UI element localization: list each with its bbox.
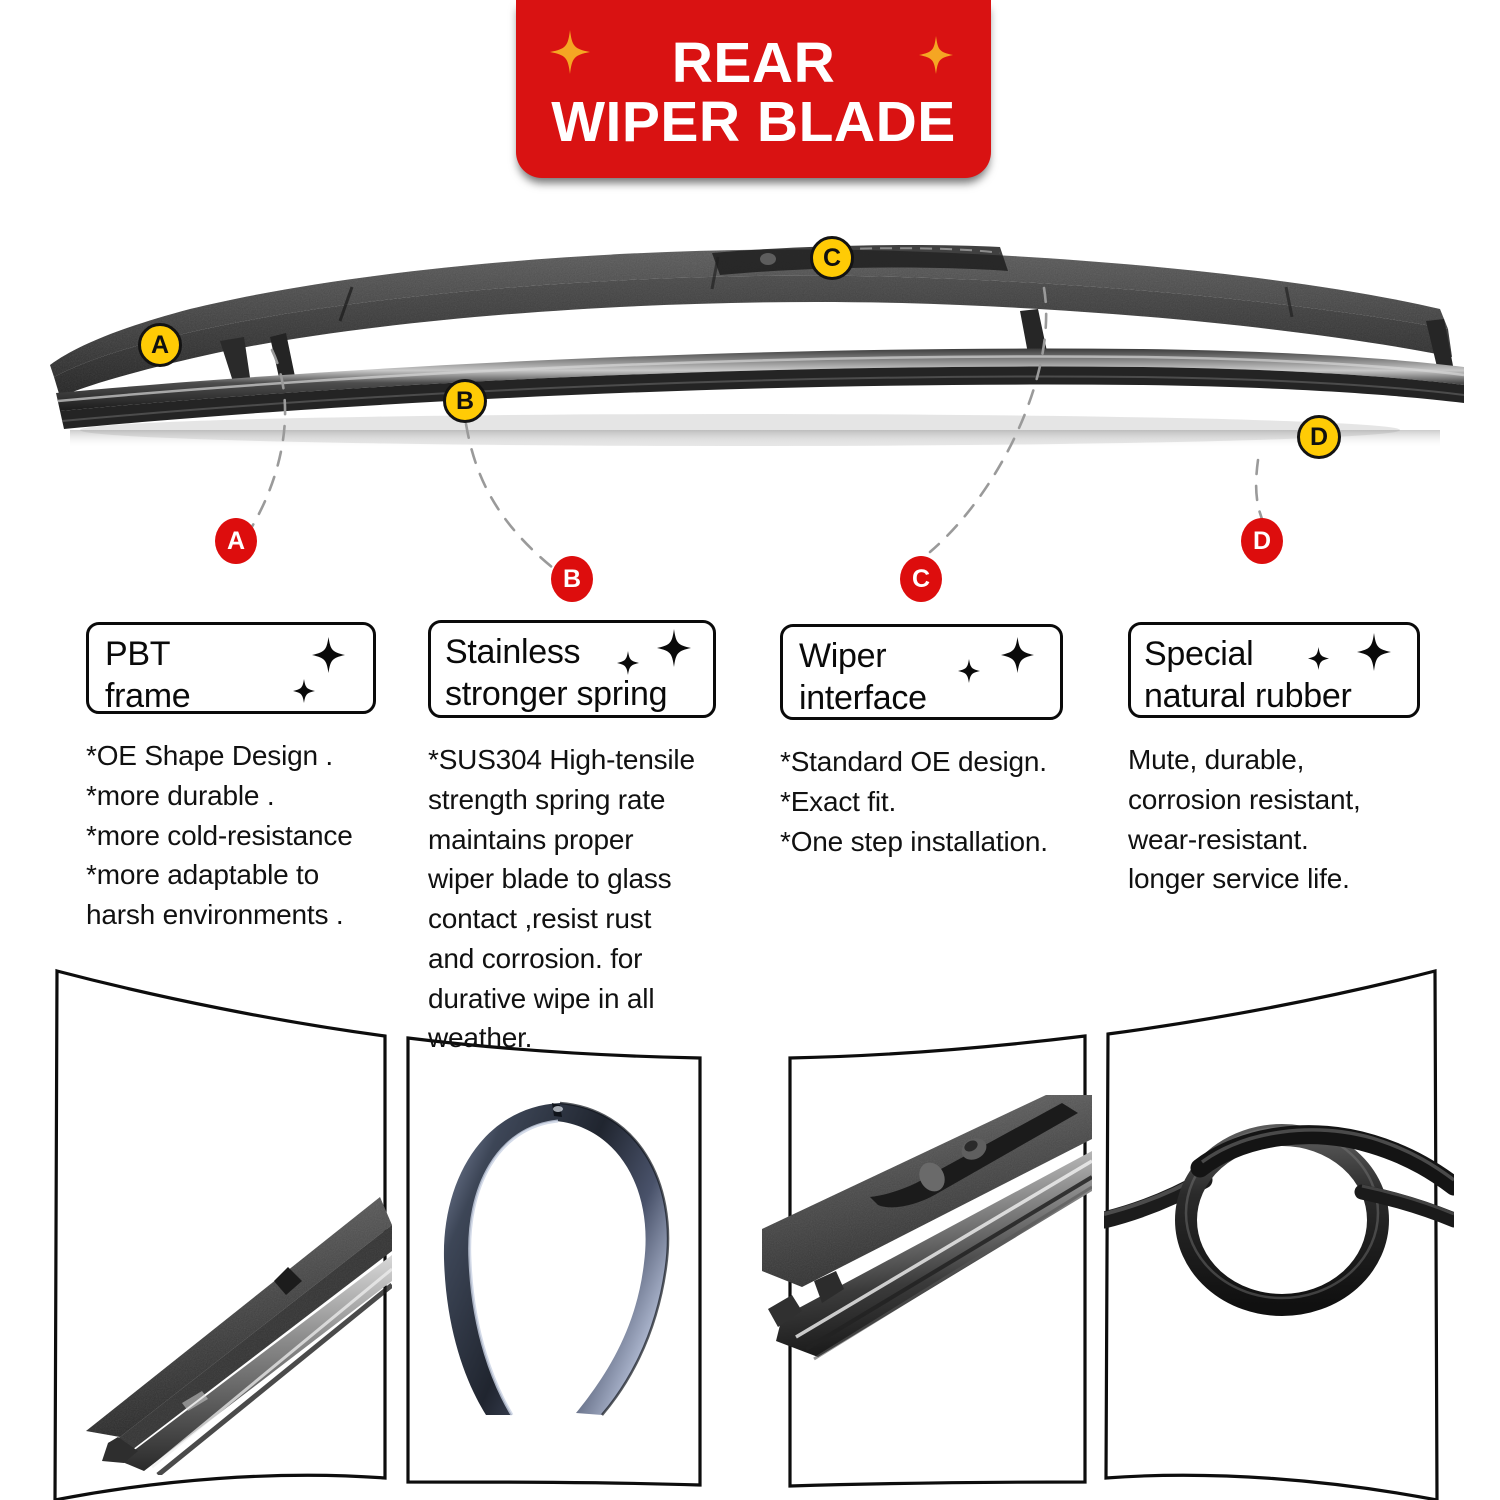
- sparkle-icon-large-a: [312, 637, 345, 673]
- panel-b-title-box: Stainless stronger spring: [428, 620, 716, 718]
- detail-image-wiper-interface-closeup: [762, 1095, 1092, 1415]
- panel-c: Wiper interface *Standard OE design. *Ex…: [780, 624, 1063, 861]
- panel-badge-d[interactable]: D: [1241, 518, 1283, 564]
- sparkle-icon-small-d: [1308, 647, 1329, 670]
- sparkle-icon-small-a: [293, 679, 315, 703]
- product-callout-c[interactable]: C: [810, 236, 854, 280]
- product-callout-d[interactable]: D: [1297, 415, 1341, 459]
- sparkle-icon-large-c: [1001, 637, 1034, 673]
- product-callout-b[interactable]: B: [443, 379, 487, 423]
- panel-badge-b[interactable]: B: [551, 556, 593, 602]
- panel-shape-a: [53, 968, 387, 1500]
- detail-image-wiper-frame-closeup: [62, 1185, 392, 1475]
- panel-d: Special natural rubber Mute, durable, co…: [1128, 622, 1420, 899]
- panel-d-title: Special natural rubber: [1144, 635, 1352, 716]
- panel-badge-c[interactable]: C: [900, 556, 942, 602]
- panel-badge-a[interactable]: A: [215, 518, 257, 564]
- panel-b-body: *SUS304 High-tensile strength spring rat…: [428, 744, 695, 1054]
- panel-d-body: Mute, durable, corrosion resistant, wear…: [1128, 744, 1361, 895]
- sparkle-icon-large-d: [1357, 633, 1391, 671]
- panel-a: PBT frame *OE Shape Design . *more durab…: [86, 622, 376, 935]
- sparkle-icon-small-c: [958, 659, 980, 683]
- panel-c-body: *Standard OE design. *Exact fit. *One st…: [780, 746, 1048, 857]
- panel-b-title: Stainless stronger spring: [445, 633, 668, 714]
- sparkle-icon-right: [919, 36, 953, 74]
- panel-shape-d: [1104, 968, 1439, 1500]
- product-hero-image: [40, 225, 1470, 460]
- panel-a-body: *OE Shape Design . *more durable . *more…: [86, 740, 353, 930]
- sparkle-icon-small-b: [617, 651, 639, 675]
- panel-c-title: Wiper interface: [799, 637, 927, 718]
- header-banner: REAR WIPER BLADE: [516, 0, 991, 178]
- sparkle-icon-large-b: [657, 629, 691, 667]
- detail-image-steel-spring-loop: [440, 1095, 690, 1425]
- detail-image-rubber-strip-knot: [1104, 1100, 1454, 1340]
- panel-c-title-box: Wiper interface: [780, 624, 1063, 720]
- sparkle-icon-left: [550, 30, 590, 74]
- panel-d-title-box: Special natural rubber: [1128, 622, 1420, 718]
- panel-b: Stainless stronger spring *SUS304 High-t…: [428, 620, 716, 1058]
- header-title: REAR WIPER BLADE: [551, 30, 956, 154]
- panel-a-title: PBT frame: [105, 635, 191, 716]
- product-callout-a[interactable]: A: [138, 323, 182, 367]
- panel-a-title-box: PBT frame: [86, 622, 376, 716]
